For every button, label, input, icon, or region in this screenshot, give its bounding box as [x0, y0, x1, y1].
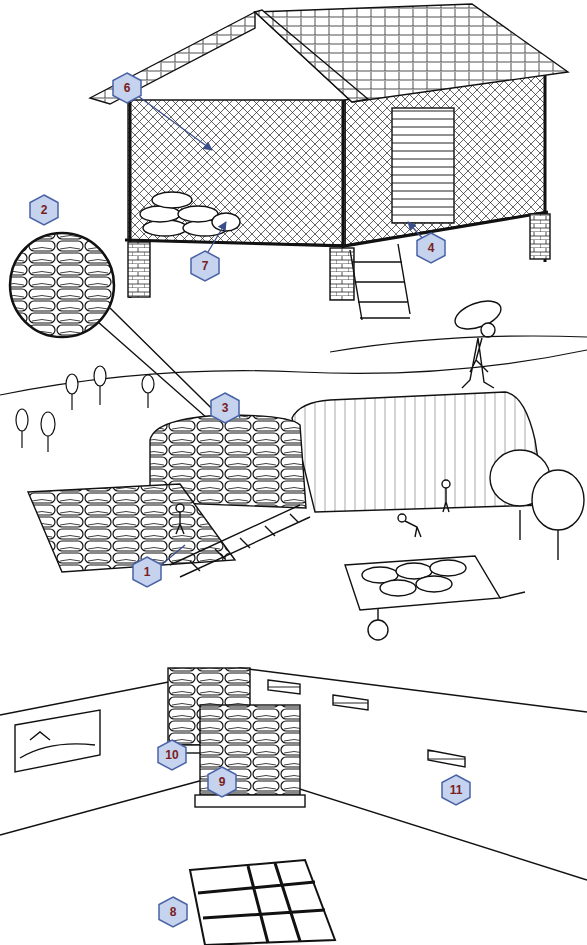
trolley: [345, 556, 500, 610]
body: [462, 338, 494, 388]
tree-trunks: [22, 385, 148, 452]
hexagon-shape: [191, 251, 219, 281]
hut-stairs: [350, 244, 410, 320]
hut-roof-side: [255, 4, 568, 102]
sack: [451, 296, 504, 335]
hexagon-shape: [133, 557, 161, 587]
hut-floor-beam: [125, 212, 548, 246]
hut-roof-edge: [255, 10, 368, 102]
brick-pillar: [530, 214, 550, 259]
warehouse-walls: [0, 668, 587, 880]
callout-badge: 10: [157, 739, 187, 771]
callout-badge: 8: [158, 896, 188, 928]
callout-number: 10: [157, 739, 187, 771]
window: [15, 710, 100, 772]
leader-lines: [138, 96, 424, 566]
hut-door: [392, 108, 454, 223]
hut-front-wall: [128, 100, 345, 245]
callout-number: 11: [441, 774, 471, 806]
callout-number: 4: [416, 232, 446, 264]
hexagon-shape: [30, 195, 58, 225]
callout-badge: 6: [112, 72, 142, 104]
magnifier-circle: [10, 233, 114, 337]
tree-crown: [532, 470, 584, 530]
hexagon-shape: [208, 767, 236, 797]
pallet: [195, 795, 305, 807]
callout-badge: 9: [207, 766, 237, 798]
callout-number: 1: [132, 556, 162, 588]
storage-hut: [90, 4, 568, 320]
trolley-wheel: [368, 620, 388, 640]
outdoor-stack: [28, 392, 584, 640]
hut-roof-front: [90, 12, 255, 104]
callout-number: 7: [190, 250, 220, 282]
workers: [176, 480, 450, 537]
porter-with-sack: [451, 296, 504, 388]
callout-badge: 1: [132, 556, 162, 588]
callout-badge: 7: [190, 250, 220, 282]
callout-badge: 3: [210, 392, 240, 424]
ladder: [170, 505, 310, 577]
hut-posts: [130, 72, 545, 300]
trolley-sacks: [362, 560, 466, 596]
hexagon-shape: [417, 233, 445, 263]
hexagon-shape: [158, 740, 186, 770]
hexagon-shape: [211, 393, 239, 423]
callout-number: 3: [210, 392, 240, 424]
callout-badge: 4: [416, 232, 446, 264]
callout-number: 2: [29, 194, 59, 226]
hill-line: [0, 350, 587, 395]
empty-pallet: [190, 860, 335, 945]
callout-number: 9: [207, 766, 237, 798]
callout-number: 6: [112, 72, 142, 104]
leader-line: [138, 96, 212, 150]
warehouse: [0, 668, 587, 945]
stored-bags: [140, 192, 240, 236]
hexagon-shape: [442, 775, 470, 805]
leader-line: [160, 545, 185, 566]
leader-line: [208, 222, 226, 252]
brick-pillar: [128, 242, 150, 297]
hexagon-shape: [159, 897, 187, 927]
head: [481, 323, 495, 337]
callout-badge: 11: [441, 774, 471, 806]
hill-line: [330, 336, 587, 352]
tree-crowns: [16, 366, 154, 436]
bag-platform: [28, 484, 235, 572]
window-scene: [20, 732, 95, 758]
callout-badge: 2: [29, 194, 59, 226]
pallet-slats: [198, 863, 325, 943]
trolley-handle: [378, 592, 525, 620]
hexagon-shape: [113, 73, 141, 103]
bag-detail: [8, 230, 118, 340]
callout-number: 8: [158, 896, 188, 928]
